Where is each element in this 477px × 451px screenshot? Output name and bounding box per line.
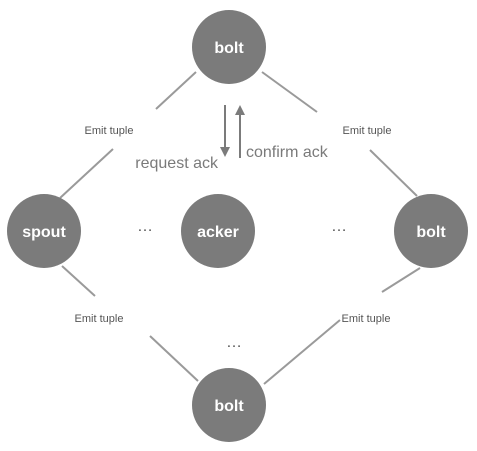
edge-label-bottom-left: Emit tuple [75,313,124,325]
edge-top-right [261,71,418,197]
edge-bottom-left [61,265,199,382]
request-ack-label: request ack [135,155,219,172]
node-bolt-top[interactable]: bolt [192,10,266,84]
edge-label-top-right: Emit tuple [343,125,392,137]
node-bolt-top-label: bolt [214,40,244,57]
node-bolt-right-label: bolt [416,224,446,241]
edge-top-left [59,71,197,199]
node-bolt-bottom-label: bolt [214,398,244,415]
node-bolt-bottom[interactable]: bolt [192,368,266,442]
node-spout-label: spout [22,224,66,241]
node-acker-label: acker [197,224,239,241]
node-bolt-right[interactable]: bolt [394,194,468,268]
confirm-ack-label: confirm ack [246,144,329,161]
edge-label-top-left: Emit tuple [85,125,134,137]
ellipsis-bottom: … [226,334,242,351]
ellipsis-right: … [331,218,347,235]
node-acker[interactable]: acker [181,194,255,268]
node-spout[interactable]: spout [7,194,81,268]
edge-bottom-right [263,267,421,385]
edge-label-bottom-right: Emit tuple [342,313,391,325]
ellipsis-left: … [137,218,153,235]
